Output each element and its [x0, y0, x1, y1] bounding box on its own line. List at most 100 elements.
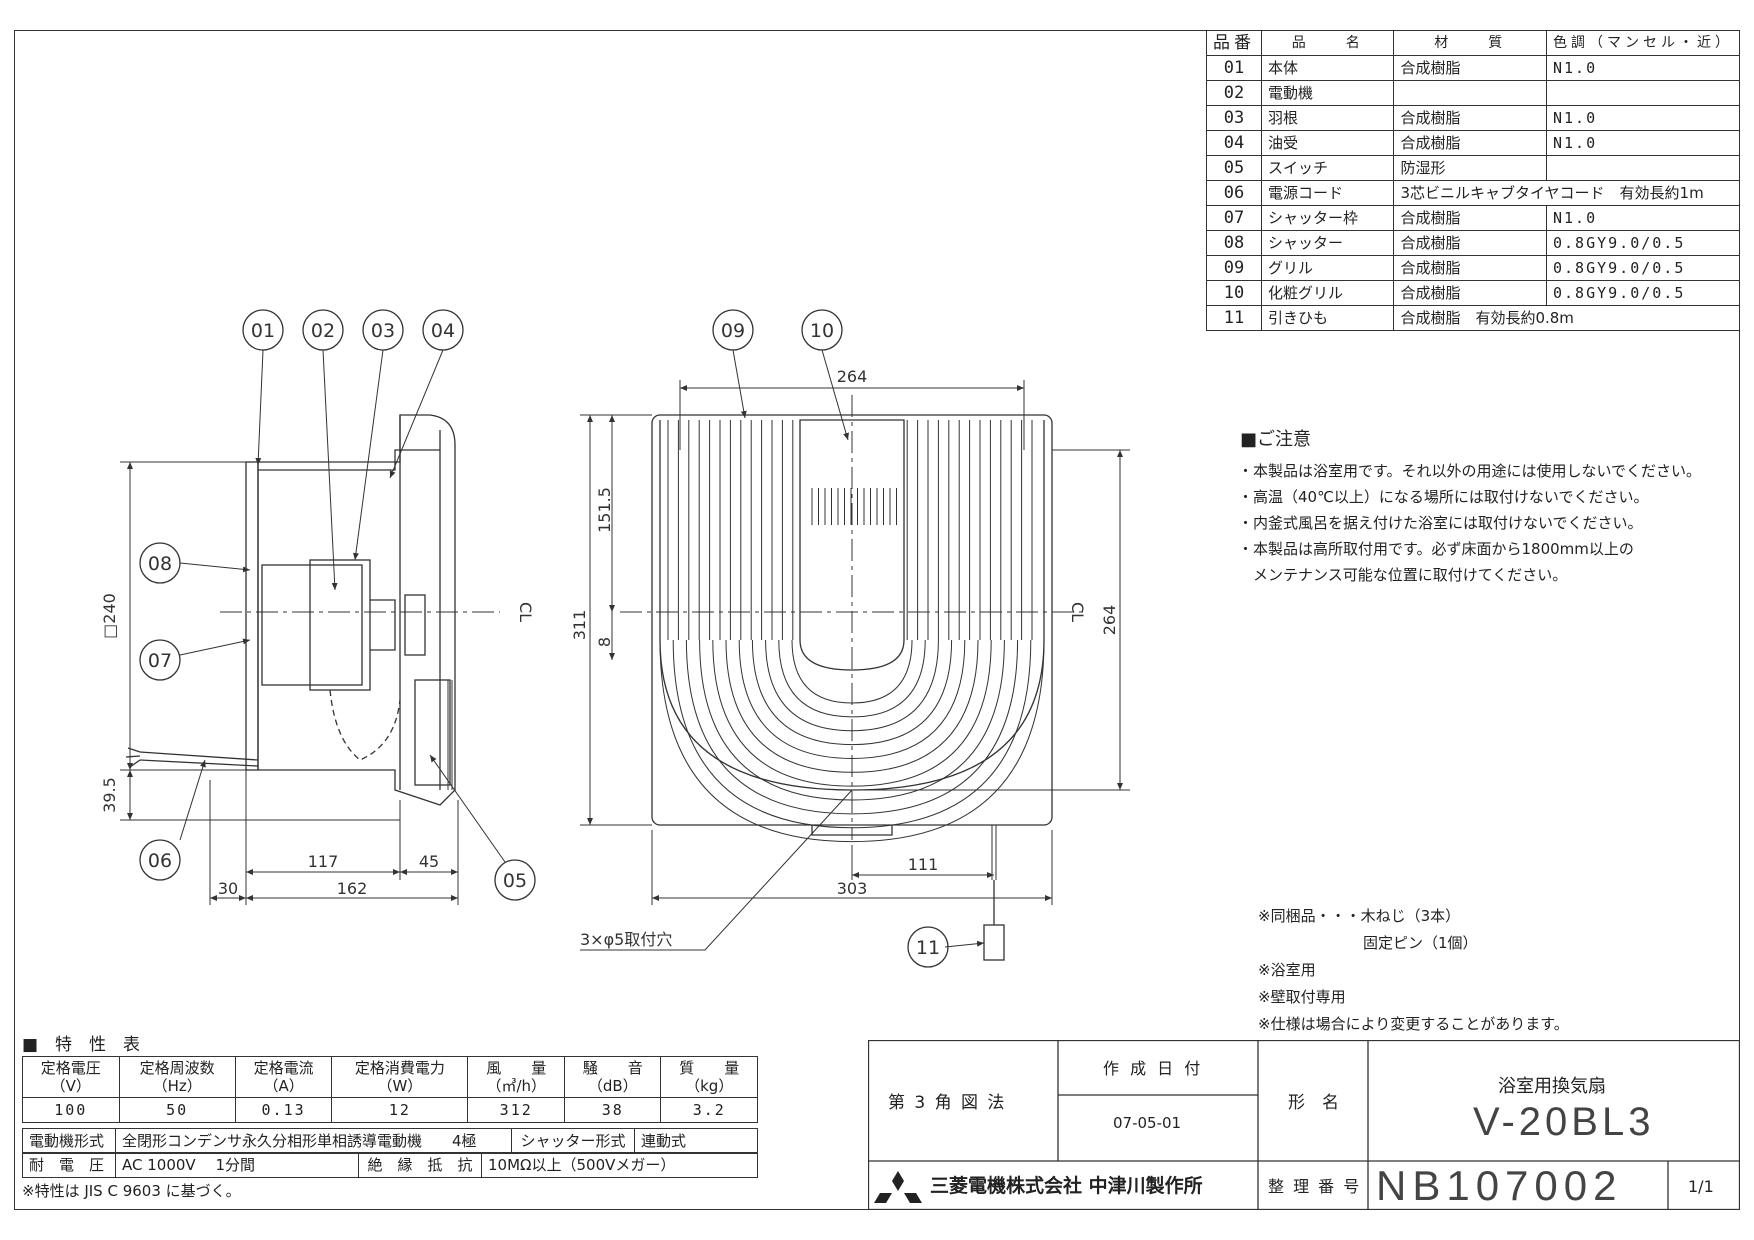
- front-pull-handle: [983, 924, 1005, 961]
- spec-table: 定格電圧（V）定格周波数（Hz）定格電流（A）定格消費電力（W）風 量（㎥/h）…: [22, 1056, 758, 1123]
- spec-extra-table-2: 耐 電 圧 AC 1000V 1分間 絶 縁 抵 抗 10MΩ以上（500Vメガ…: [22, 1152, 758, 1178]
- dim-side-depth2: 45: [419, 852, 439, 871]
- spec-header-unit: （A）: [263, 1077, 304, 1095]
- parts-cell: N1.0: [1546, 130, 1740, 156]
- spec-header-unit: （kg）: [685, 1077, 734, 1095]
- spec-header: 風 量（㎥/h）: [467, 1056, 565, 1098]
- projection-label: 第 3 角 図 法: [888, 1093, 1007, 1113]
- mitsubishi-logo-icon: [874, 1171, 922, 1203]
- dim-side-rear: 30: [218, 879, 238, 898]
- spec-header-unit: （dB）: [587, 1077, 638, 1095]
- model-number: V-20BL3: [1473, 1100, 1655, 1144]
- callout-04: 04: [431, 320, 455, 342]
- motor-value: 全閉形コンデンサ永久分相形単相誘導電動機 4極: [115, 1128, 512, 1154]
- grille-arc: [685, 639, 1019, 815]
- parts-cell: 02: [1206, 80, 1262, 106]
- parts-header-1: 品 名: [1260, 30, 1395, 56]
- parts-cell: 0.8GY9.0/0.5: [1546, 230, 1740, 256]
- callout-08: 08: [148, 553, 172, 575]
- parts-cell: 引きひも: [1260, 305, 1395, 331]
- parts-cell: 化粧グリル: [1260, 280, 1395, 306]
- dim-front-right-height: 264: [1100, 605, 1119, 636]
- spec-header: 定格電流（A）: [234, 1056, 333, 1098]
- dimension-labels: □240 39.5 117 45 30 162 CL 264 151.5 311…: [100, 367, 1119, 949]
- parts-cell: 0.8GY9.0/0.5: [1546, 255, 1740, 281]
- parts-cell: 油受: [1260, 130, 1395, 156]
- accessory-line: ※同梱品・・・木ねじ（3本）: [1258, 907, 1461, 925]
- side-view: [125, 414, 500, 806]
- voltage-label: 耐 電 圧: [22, 1152, 116, 1178]
- shutter-label: シャッター形式: [511, 1128, 635, 1154]
- dimension-lines: [120, 380, 1130, 951]
- spec-header-label: 定格電圧: [40, 1059, 101, 1077]
- spec-value: 0.13: [234, 1097, 333, 1123]
- dim-front-pull-offset: 111: [908, 855, 939, 874]
- spec-header: 騒 音（dB）: [563, 1056, 662, 1098]
- spec-value: 312: [467, 1097, 565, 1123]
- note-line: ・内釜式風呂を据え付けた浴室には取付けないでください。: [1238, 514, 1643, 532]
- accessory-line: ※浴室用: [1258, 961, 1316, 979]
- side-cord: [139, 751, 259, 761]
- spec-value: 100: [22, 1097, 120, 1123]
- accessory-line: ※仕様は場合により変更することがあります。: [1258, 1015, 1569, 1033]
- spec-header: 定格消費電力（W）: [331, 1056, 469, 1098]
- spec-value: 12: [331, 1097, 469, 1123]
- voltage-value: AC 1000V 1分間: [115, 1152, 359, 1178]
- spec-header: 定格周波数（Hz）: [118, 1056, 236, 1098]
- spec-header: 定格電圧（V）: [22, 1056, 120, 1098]
- spec-header-label: 風 量: [486, 1059, 547, 1077]
- spec-value: 50: [118, 1097, 236, 1123]
- front-view: [620, 395, 1085, 961]
- page-number: 1/1: [1688, 1177, 1714, 1196]
- callout-01: 01: [251, 320, 275, 342]
- parts-cell: 0.8GY9.0/0.5: [1546, 280, 1740, 306]
- dim-front-height: 311: [570, 610, 589, 641]
- spec-value: 3.2: [660, 1097, 758, 1123]
- parts-cell: 09: [1206, 255, 1262, 281]
- side-motor: [261, 564, 363, 686]
- parts-cell: 07: [1206, 205, 1262, 231]
- insulation-value: 10MΩ以上（500Vメガー）: [481, 1152, 758, 1178]
- accessories-list: ※同梱品・・・木ねじ（3本） 固定ピン（1個）※浴室用※壁取付専用※仕様は場合に…: [1258, 903, 1569, 1038]
- callout-labels: 01 02 03 04 08 07 06 05 09 10 11: [148, 320, 940, 959]
- parts-cell: スイッチ: [1260, 155, 1395, 181]
- spec-header-unit: （Hz）: [152, 1077, 202, 1095]
- callout-06: 06: [148, 850, 172, 872]
- insulation-label: 絶 縁 抵 抗: [358, 1152, 482, 1178]
- dim-side-bottom: 39.5: [100, 777, 119, 813]
- motor-label: 電動機形式: [22, 1128, 116, 1154]
- notes-list: ・本製品は浴室用です。それ以外の用途には使用しないでください。・高温（40℃以上…: [1238, 458, 1701, 588]
- spec-header-unit: （V）: [50, 1077, 91, 1095]
- dim-side-total: 162: [337, 879, 368, 898]
- parts-cell: 03: [1206, 105, 1262, 131]
- spec-extra-table: 電動機形式 全閉形コンデンサ永久分相形単相誘導電動機 4極 シャッター形式 連動…: [22, 1128, 758, 1154]
- parts-cell: 10: [1206, 280, 1262, 306]
- parts-cell: N1.0: [1546, 205, 1740, 231]
- notes-heading: ■ご注意: [1240, 429, 1312, 450]
- company-name: 三菱電機株式会社 中津川製作所: [930, 1175, 1203, 1197]
- spec-header-label: 質 量: [679, 1059, 740, 1077]
- spec-header: 質 量（kg）: [660, 1056, 758, 1098]
- callout-circles: [139, 309, 949, 968]
- ref-number: NB107002: [1376, 1162, 1623, 1209]
- model-label: 形 名: [1288, 1093, 1339, 1113]
- callout-03: 03: [371, 320, 395, 342]
- callout-02: 02: [311, 320, 335, 342]
- front-centerline-label: CL: [1068, 602, 1087, 622]
- dim-front-offset: 8: [595, 637, 614, 647]
- spec-header-label: 定格電流: [253, 1059, 314, 1077]
- spec-footnote: ※特性は JIS C 9603 に基づく。: [22, 1182, 241, 1200]
- side-centerline-label: CL: [516, 602, 535, 622]
- product-name: 浴室用換気扇: [1498, 1076, 1606, 1097]
- spec-header-label: 定格周波数: [139, 1059, 215, 1077]
- parts-cell: シャッター: [1260, 230, 1395, 256]
- parts-cell: 合成樹脂: [1393, 255, 1547, 281]
- grille-arc: [712, 639, 992, 787]
